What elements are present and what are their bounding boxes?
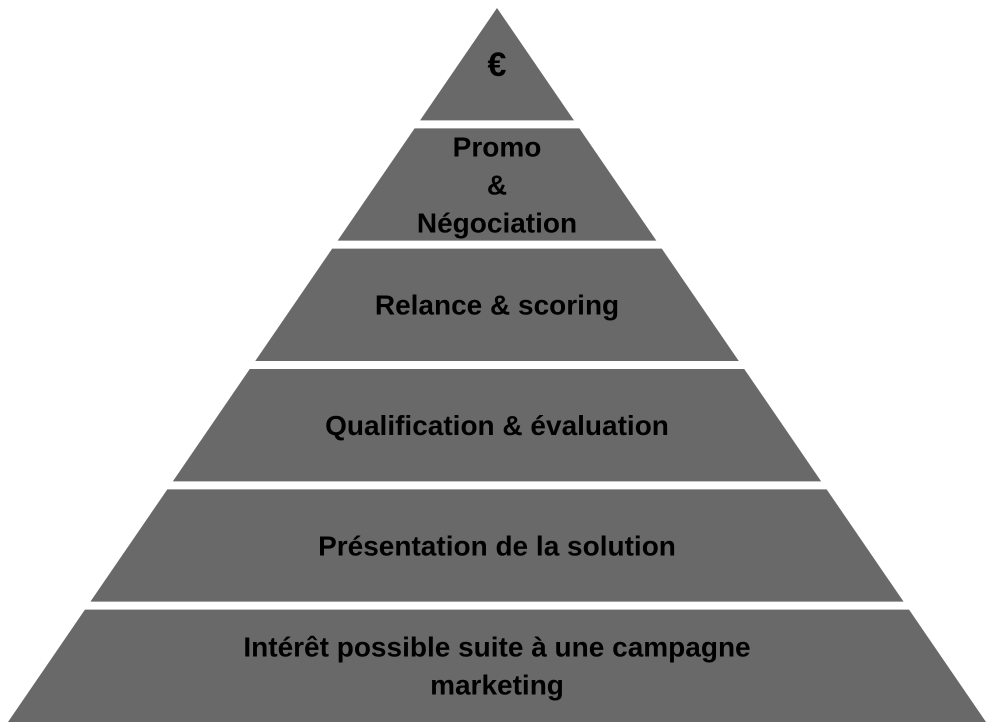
pyramid-level-label: marketing	[430, 670, 564, 701]
pyramid-level-relance-scoring	[255, 248, 739, 361]
pyramid-level-label: Négociation	[417, 207, 577, 238]
pyramid-level-presentation-solution	[90, 489, 904, 602]
pyramid-level-label: Relance & scoring	[375, 290, 619, 321]
pyramid-level-label: Intérêt possible suite à une campagne	[243, 632, 750, 663]
pyramid-level-label: €	[488, 46, 507, 84]
pyramid-level-label: Qualification & évaluation	[325, 410, 669, 441]
pyramid-level-qualification-evaluation	[172, 369, 822, 482]
pyramid-level-label: Promo	[453, 131, 542, 162]
pyramid-level-promo-negociation	[337, 128, 657, 241]
pyramid-level-interet-campagne	[8, 609, 986, 722]
pyramid-level-euro	[420, 8, 574, 121]
pyramid-level-label: &	[487, 169, 507, 200]
pyramid-level-label: Présentation de la solution	[318, 530, 676, 561]
